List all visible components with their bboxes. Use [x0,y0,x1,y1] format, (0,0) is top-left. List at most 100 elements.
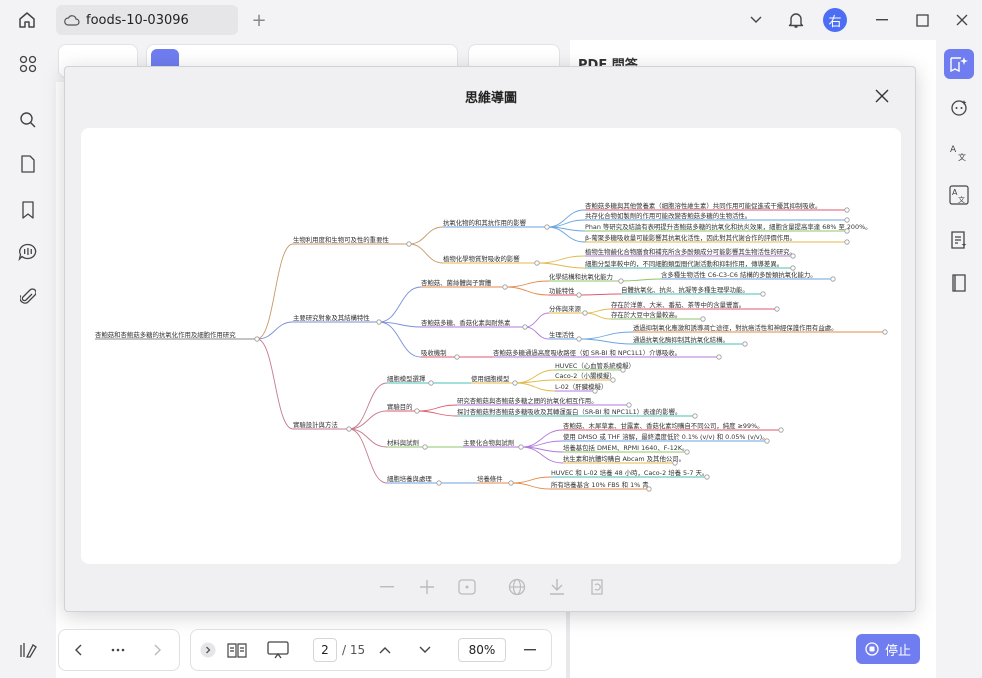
mindmap-b2-leaf-b-2-toggle[interactable] [700,316,706,322]
mindmap-b1-leaf-a-2-toggle[interactable] [844,217,850,223]
book-icon[interactable] [944,268,974,298]
mindmap-b3-leaf-a-1-toggle[interactable] [620,367,626,373]
mindmap-branch-2-toggle[interactable] [376,319,382,325]
mindmap-b3-sub-2-toggle[interactable] [414,408,420,414]
mindmap-b2-head-b-1-toggle[interactable] [582,310,588,316]
chevron-down-icon[interactable] [413,638,437,662]
page-number-input[interactable]: 2 [313,638,337,662]
ai-summary-icon[interactable] [944,225,974,255]
zoom-out-icon[interactable] [375,575,399,599]
mindmap-b1-leaf-a-3-toggle[interactable] [844,228,850,234]
mindmap-b2-head-a-1-toggle[interactable] [618,278,624,284]
mindmap-b1-leaf-b-2-toggle[interactable] [790,265,796,271]
mindmap-b3-leaf-c-1-toggle[interactable] [778,427,784,433]
mindmap-b3-head-d-toggle[interactable] [508,480,514,486]
mindmap-branch-1-toggle[interactable] [406,241,412,247]
ai-assistant-icon[interactable] [944,49,974,79]
mindmap-b2-head-a-2-toggle[interactable] [576,292,582,298]
edge-b2a-l2 [578,293,622,296]
mindmap-b2-leaf-a-2-label: 自體抗氧化、抗炎、抗凝等多種生理學功能。 [621,285,749,294]
mindmap-b2-leaf-b-3-toggle[interactable] [882,329,888,335]
close-icon[interactable] [871,85,893,107]
edge-b2b-l4 [578,338,634,345]
mindmap-root-toggle[interactable] [254,336,260,342]
reading-mode-icon[interactable] [225,638,249,662]
mindmap-b1-leaf-b-1-toggle[interactable] [790,253,796,259]
new-tab-button[interactable]: + [251,9,267,31]
mindmap-b3-sub-4-toggle[interactable] [436,480,442,486]
close-window-button[interactable] [952,8,972,32]
regenerate-icon[interactable] [585,575,609,599]
presentation-icon[interactable] [266,638,290,662]
fit-screen-icon[interactable] [455,575,479,599]
home-icon[interactable] [14,9,40,31]
chat-bot-icon[interactable] [944,93,974,123]
download-icon[interactable] [545,575,569,599]
mindmap-canvas[interactable]: 杏鮑菇和杏鮑菇多糖的抗氧化作用及細胞作用研究生物利用度和生物可及性的重要性主要研… [81,128,901,564]
mindmap-b3-leaf-a-1-label: HUVEC（心血管系統模擬） [555,361,635,370]
mindmap-b3-leaf-d-2-toggle[interactable] [646,486,652,492]
user-avatar[interactable]: 右 [823,8,847,32]
comment-icon[interactable] [16,240,40,264]
chevron-right-icon[interactable] [146,638,170,662]
mindmap-b3-leaf-c-3-toggle[interactable] [684,449,690,455]
mindmap-b3-leaf-c-4-toggle[interactable] [672,460,678,466]
attachment-icon[interactable] [16,285,40,309]
mindmap-b2-sub-2-toggle[interactable] [522,324,528,330]
mindmap-b2-sub-1-toggle[interactable] [502,284,508,290]
collapse-toggle-icon[interactable] [196,638,220,662]
more-icon[interactable] [106,638,130,662]
stop-button[interactable]: 停止 [856,634,920,664]
mindmap-b3-leaf-b-1-label: 研究杏鮑菇與杏鮑菇多糖之間的抗氧化相互作用。 [457,396,598,405]
mindmap-b1-sub-1-toggle[interactable] [544,224,550,230]
mindmap-b2-head-b-2-toggle[interactable] [576,336,582,342]
mindmap-b1-leaf-b-2-label: 細胞分型率較中的，不同細胞類型間代謝活動和抑制作用，傳導差異。 [585,259,783,268]
mindmap-b1-sub-2-toggle[interactable] [534,260,540,266]
chevron-up-icon[interactable] [373,638,397,662]
mindmap-b3-head-c-label: 主要化合物與試劑 [463,438,514,447]
mindmap-b1-leaf-a-1-toggle[interactable] [844,207,850,213]
mindmap-b3-head-c-toggle[interactable] [518,444,524,450]
mindmap-b3-leaf-a-3-toggle[interactable] [592,388,598,394]
mindmap-b2-leaf-b-3-label: 透過抑制氧化應激和誘導凋亡途徑，對抗癌活性和神經保護作用有益處。 [633,323,838,332]
chevron-left-icon[interactable] [66,638,90,662]
zoom-in-icon[interactable] [415,575,439,599]
minimize-button[interactable] [872,8,892,32]
document-tab[interactable]: foods-10-03096 [56,5,238,35]
bell-icon[interactable] [785,8,807,32]
mindmap-b3-head-a-toggle[interactable] [512,380,518,386]
mindmap-b2-leaf-a-1-toggle[interactable] [830,276,836,282]
mindmap-b3-leaf-b-2-toggle[interactable] [692,413,698,419]
stop-icon [865,642,879,656]
edge-b3a-l3 [514,382,556,392]
mindmap-b2-leaf-b-1-toggle[interactable] [774,306,780,312]
globe-icon[interactable] [505,575,529,599]
mindmap-b3-sub-3-label: 材料與試劑 [387,438,419,447]
left-sidebar [0,40,56,678]
chevron-down-icon[interactable] [746,8,766,32]
layers-icon[interactable] [16,638,40,662]
mindmap-b3-sub-1-toggle[interactable] [428,380,434,386]
apps-grid-icon[interactable] [16,52,40,76]
page-thumbnail-icon[interactable] [16,152,40,176]
mindmap-b2-leaf-a-2-toggle[interactable] [760,291,766,297]
mindmap-b3-leaf-b-1-toggle[interactable] [626,402,632,408]
mindmap-b3-sub-3-toggle[interactable] [422,444,428,450]
mindmap-b1-leaf-a-4-toggle[interactable] [844,239,850,245]
mindmap-b2-leaf-b-4-toggle[interactable] [742,341,748,347]
zoom-level[interactable]: 80% [458,638,506,662]
svg-text:A: A [952,188,958,197]
search-icon[interactable] [16,108,40,132]
bookmark-icon[interactable] [16,198,40,222]
mindmap-b3-leaf-c-2-toggle[interactable] [764,438,770,444]
mindmap-b2-sub-3-toggle[interactable] [454,354,460,360]
mindmap-b3-leaf-d-1-toggle[interactable] [704,474,710,480]
mindmap-branch-3-toggle[interactable] [346,426,352,432]
mindmap-b2-leaf-c-toggle[interactable] [716,354,722,360]
mindmap-b3-leaf-a-2-toggle[interactable] [610,377,616,383]
zoom-out-button[interactable] [518,638,542,662]
maximize-button[interactable] [912,8,932,32]
